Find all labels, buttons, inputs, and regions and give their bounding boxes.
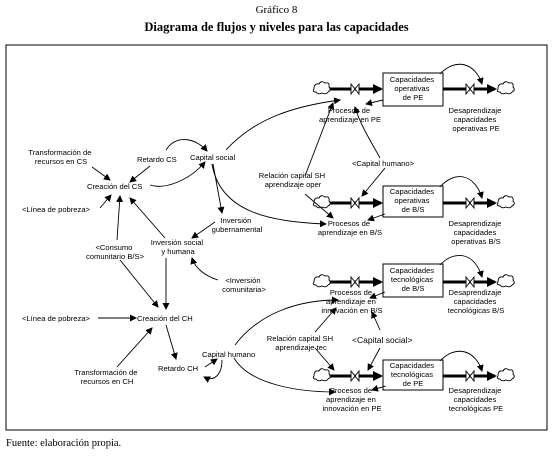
label-transformacion-recursos-cs: Transformación de recursos en CS xyxy=(28,148,93,166)
link-transf-cs-to-creacion-cs xyxy=(91,166,111,181)
flow-valve-icon xyxy=(465,369,475,383)
link-capital-social-ref-to-proc-innov-bs xyxy=(371,311,381,331)
link-capital-humano-ref-to-proc-bs xyxy=(361,167,386,197)
link-capital-social-to-inv-gub xyxy=(212,163,225,214)
link-box-op-bs-to-proc-bs xyxy=(367,213,386,222)
link-transf-ch-to-creacion-ch xyxy=(116,327,153,368)
source-cloud-icon xyxy=(312,81,331,95)
diagram-frame xyxy=(5,44,548,431)
link-creacion-cs-to-capital-social xyxy=(149,161,206,187)
flow-valve-icon xyxy=(350,196,360,210)
link-consumo-to-creacion-ch xyxy=(119,259,159,308)
flow-valve-icon xyxy=(465,275,475,289)
stock-capacidades-tecnologicas-pe: Capacidades tecnológicas de PE xyxy=(382,359,444,391)
link-inv-gub-to-inv-sh xyxy=(191,221,216,239)
label-retardo-cs: Retardo CS xyxy=(137,155,177,164)
label-consumo-comunitario: <Consumo comunitario B/S> xyxy=(86,243,145,261)
flow-valve-icon xyxy=(350,275,360,289)
link-linea-pobreza-to-creacion-cs xyxy=(99,194,112,209)
link-rel-sh-tec-to-proc-innov-pe xyxy=(314,347,335,371)
link-capital-humano-to-proc-innov-pe xyxy=(233,357,336,396)
label-procesos-innovacion-bs: Procesos de aprendizaje en innovación en… xyxy=(321,288,382,315)
label-procesos-aprendizaje-pe: Procesos de aprendizaje en PE xyxy=(319,106,381,124)
link-stock-to-outflow xyxy=(439,255,484,278)
link-box-tec-pe-to-proc-innov-pe xyxy=(371,384,387,392)
sink-cloud-icon xyxy=(496,81,515,95)
stock-capacidades-operativas-bs: Capacidades operativas de B/S xyxy=(382,185,444,218)
link-stock-to-outflow xyxy=(439,176,484,199)
stock-label: Capacidades tecnológicas de PE xyxy=(390,361,436,388)
stock-label: Capacidades operativas de PE xyxy=(390,75,436,102)
flow-valve-icon xyxy=(465,82,475,96)
link-retardo-cs-to-capital-social xyxy=(165,139,208,152)
label-capital-social-ref: <Capital social> xyxy=(352,335,413,345)
link-rel-sh-oper-to-proc-pe xyxy=(304,102,335,177)
stock-capacidades-tecnologicas-bs: Capacidades tecnológicas de B/S xyxy=(382,263,444,298)
label-inversion-social-humana: Inversión social y humana xyxy=(151,238,205,256)
label-relacion-capital-sh-oper: Relación capital SH aprendizaje oper xyxy=(259,171,327,189)
source-cloud-icon xyxy=(312,195,331,209)
figure-number: Gráfico 8 xyxy=(255,4,298,16)
source-note: Fuente: elaboración propia. xyxy=(6,438,122,449)
link-rel-sh-oper-to-proc-bs xyxy=(304,193,334,219)
label-relacion-capital-sh-tec: Relación capital SH aprendizaje tec xyxy=(267,334,335,352)
link-box-tec-bs-to-proc-innov-bs xyxy=(369,291,386,300)
sink-cloud-icon xyxy=(496,274,515,288)
flow-valve-icon xyxy=(350,82,360,96)
label-desaprendizaje-tecnologicas-bs: Desaprendizaje capacidades tecnológicas … xyxy=(448,288,505,315)
link-capital-humano-to-retardo-ch xyxy=(203,359,223,383)
sink-cloud-icon xyxy=(496,195,515,209)
label-capital-humano: Capital humano xyxy=(202,350,255,359)
label-capital-social: Capital social xyxy=(190,153,235,162)
label-procesos-innovacion-pe: Procesos de aprendizaje en innovación en… xyxy=(322,386,381,413)
diagram-title: Diagrama de flujos y niveles para las ca… xyxy=(144,20,409,34)
link-capital-humano-ref-to-proc-pe xyxy=(353,106,381,159)
label-desaprendizaje-operativas-pe: Desaprendizaje capacidades operativas PE xyxy=(449,106,504,133)
link-capital-social-to-proc-pe xyxy=(225,97,341,151)
label-retardo-ch: Retardo CH xyxy=(158,364,198,373)
link-capital-humano-to-proc-innov-bs xyxy=(234,296,339,346)
link-box-op-pe-to-proc-pe xyxy=(365,99,384,107)
label-creacion-ch: Creación del CH xyxy=(137,314,193,323)
link-inv-com-to-inv-sh xyxy=(190,257,219,281)
link-retardo-ch-to-capital-humano xyxy=(204,358,218,368)
source-cloud-icon xyxy=(312,274,331,288)
label-linea-pobreza-1: <Línea de pobreza> xyxy=(22,205,91,214)
link-capital-social-ref-to-proc-innov-pe xyxy=(367,347,381,371)
link-rel-sh-tec-to-proc-innov-bs xyxy=(314,307,337,333)
stock-label: Capacidades operativas de B/S xyxy=(390,187,436,214)
flow-valve-icon xyxy=(350,369,360,383)
flow-valve-icon xyxy=(465,196,475,210)
stock-label: Capacidades tecnológicas de B/S xyxy=(390,266,436,293)
label-inversion-gubernamental: Inversión gubernamental xyxy=(212,216,263,234)
label-inversion-comunitaria: <Inversión comunitaria> xyxy=(222,276,266,294)
link-inv-sh-to-creacion-cs xyxy=(129,197,166,239)
label-desaprendizaje-operativas-bs: Desaprendizaje capacidades operativas B/… xyxy=(449,219,504,246)
label-desaprendizaje-tecnologicas-pe: Desaprendizaje capacidades tecnológicas … xyxy=(449,386,504,413)
label-procesos-aprendizaje-bs: Procesos de aprendizaje en B/S xyxy=(318,219,382,237)
link-retardo-cs-to-creacion-cs xyxy=(129,165,151,183)
label-capital-humano-ref: <Capital humano> xyxy=(352,159,415,168)
source-cloud-icon xyxy=(312,368,331,382)
link-stock-to-outflow xyxy=(439,63,484,85)
link-stock-to-outflow xyxy=(439,350,484,372)
link-creacion-ch-to-retardo-ch xyxy=(165,324,178,360)
label-linea-pobreza-2: <Línea de pobreza> xyxy=(22,314,91,323)
stock-capacidades-operativas-pe: Capacidades operativas de PE xyxy=(382,72,444,107)
link-consumo-to-creacion-cs xyxy=(116,195,124,241)
label-creacion-cs: Creación del CS xyxy=(87,182,142,191)
sink-cloud-icon xyxy=(496,368,515,382)
label-transformacion-recursos-ch: Transformación de recursos en CH xyxy=(74,368,139,386)
link-capital-social-to-proc-bs xyxy=(211,163,327,228)
